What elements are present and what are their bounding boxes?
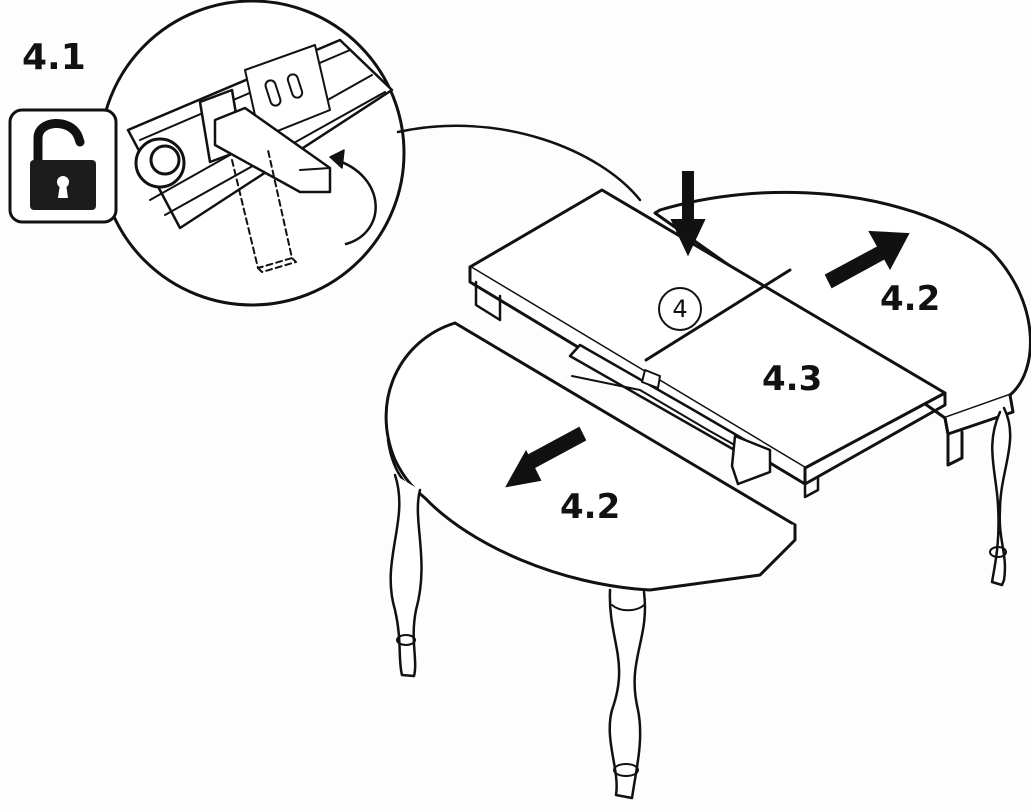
table-left-half <box>384 321 797 800</box>
slide-right-label: 4.2 <box>880 279 941 319</box>
up-right-arrow-icon <box>824 230 910 289</box>
down-arrow-icon <box>670 171 706 257</box>
callout-line <box>396 124 642 202</box>
down-left-arrow-icon <box>505 426 587 488</box>
insert-leaf-label: 4.3 <box>762 359 823 399</box>
unlocked-padlock-icon <box>8 108 118 224</box>
step-number-badge: 4 <box>658 287 702 331</box>
table-right-half <box>653 190 1031 587</box>
slide-left-label: 4.2 <box>560 487 621 527</box>
detail-step-label: 4.1 <box>22 37 86 78</box>
detail-zoom-circle <box>98 0 406 307</box>
extension-leaf <box>468 188 947 499</box>
